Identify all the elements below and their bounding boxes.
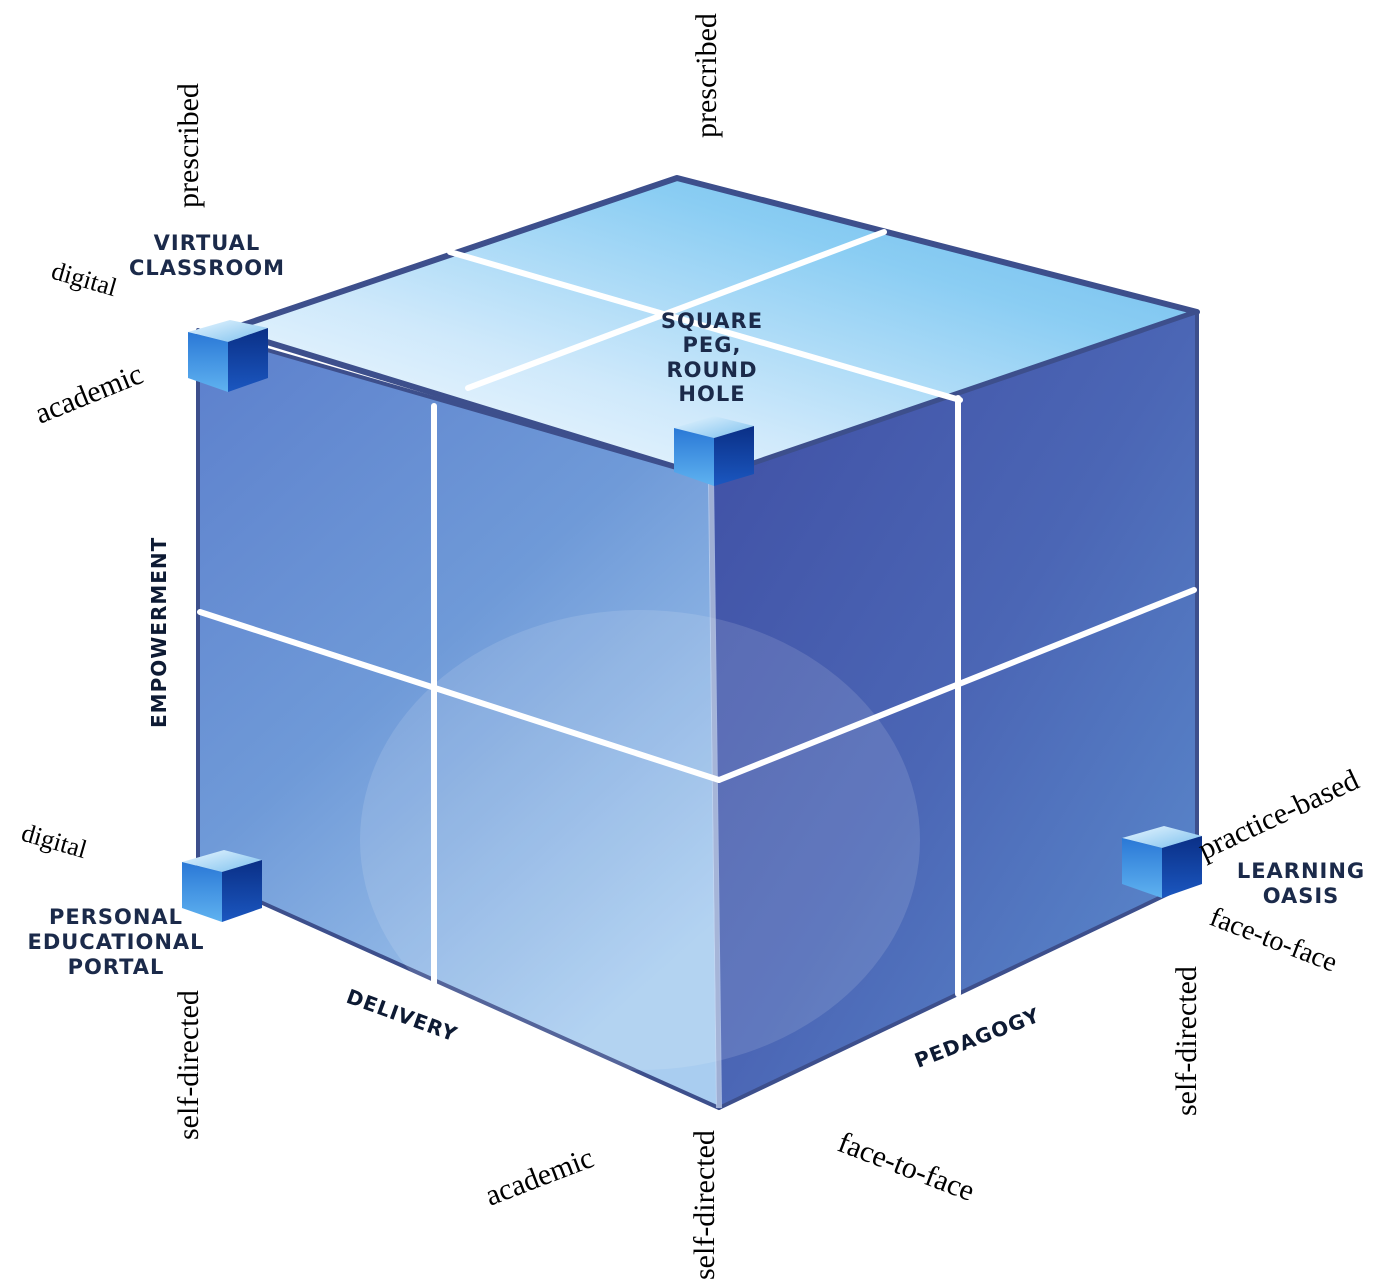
corner-title-line: ROUND [666, 358, 757, 382]
corner-title-line: PORTAL [68, 955, 165, 979]
corner-title-virtual-classroom: VIRTUAL CLASSROOM [129, 231, 285, 280]
corner-title-line: PERSONAL [49, 905, 183, 929]
axis-label-empowerment: EMPOWERMENT [147, 537, 171, 728]
corner-title-line: EDUCATIONAL [27, 930, 204, 954]
label-face-to-face-bottom: face-to-face [833, 1126, 979, 1208]
corner-title-line: PEG, [683, 333, 742, 357]
label-self-directed-left: self-directed [172, 990, 205, 1140]
left-horizontal-line [197, 609, 722, 783]
corner-title-line: VIRTUAL [154, 231, 261, 255]
label-prescribed-top: prescribed [690, 13, 723, 138]
label-practice-based: practice-based [1193, 763, 1364, 866]
corner-title-line: HOLE [678, 382, 745, 406]
label-academic-bottom: academic [481, 1141, 599, 1212]
label-self-directed-right: self-directed [1170, 966, 1203, 1116]
label-digital-upper: digital [48, 256, 120, 302]
corner-cube-personal-portal [182, 850, 262, 922]
corner-title-learning-oasis: LEARNING OASIS [1237, 859, 1365, 908]
top-grid-line-2 [465, 229, 887, 391]
axis-label-pedagogy: PEDAGOGY [911, 1003, 1043, 1073]
cube-front-edge [708, 477, 722, 1109]
corner-cube-learning-oasis [1122, 826, 1202, 898]
big-cube [196, 175, 1200, 1110]
label-face-to-face-right: face-to-face [1205, 902, 1341, 979]
corner-cube-virtual-classroom [188, 320, 268, 392]
label-academic-left: academic [30, 357, 147, 430]
corner-cube-square-peg [674, 416, 754, 486]
label-prescribed-left: prescribed [172, 83, 205, 208]
cube-gloss [360, 610, 920, 1070]
corner-title-line: CLASSROOM [129, 256, 285, 280]
corner-title-line: OASIS [1263, 884, 1340, 908]
corner-title-square-peg: SQUARE PEG, ROUND HOLE [661, 309, 763, 406]
label-digital-lower: digital [18, 818, 90, 864]
corner-title-line: LEARNING [1237, 859, 1365, 883]
corner-title-personal-portal: PERSONAL EDUCATIONAL PORTAL [27, 905, 204, 979]
right-horizontal-line [716, 587, 1197, 783]
top-grid-line-1 [447, 249, 963, 403]
label-self-directed-bottom: self-directed [688, 1130, 721, 1280]
corner-title-line: SQUARE [661, 309, 763, 333]
grid-lines [197, 229, 1197, 997]
